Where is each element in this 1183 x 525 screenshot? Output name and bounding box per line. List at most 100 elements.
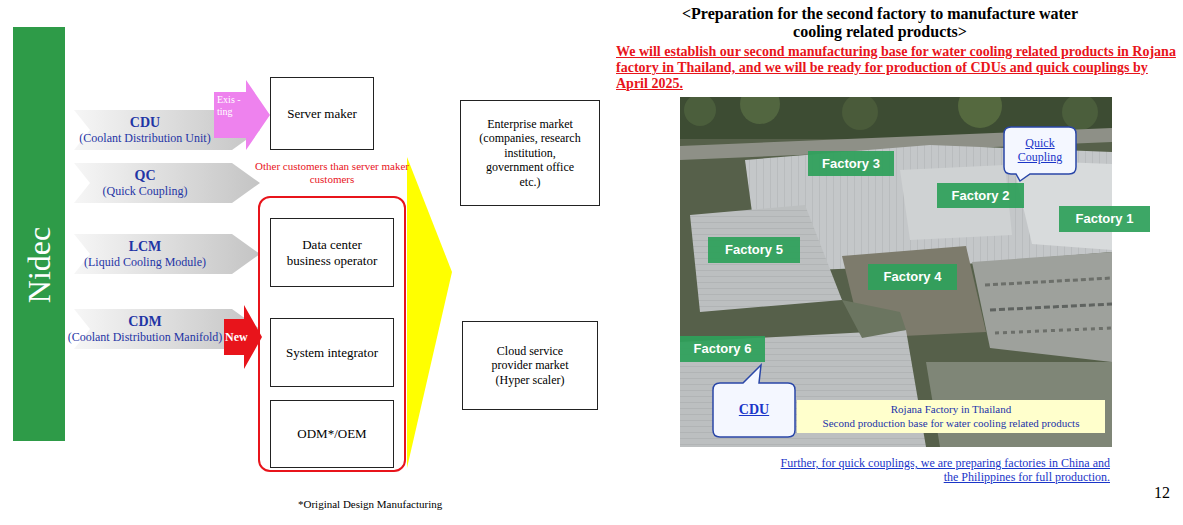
factory-note: Further, for quick couplings, we are pre… [765, 456, 1110, 485]
text-group: Other customers than server maker custom… [252, 160, 412, 186]
photo-tree [1062, 97, 1098, 130]
group-heading: Other customers than server maker custom… [252, 160, 412, 186]
factory-name: Factory 1 [1076, 211, 1134, 227]
text-group: LCM(Liquid Cooling Module) [66, 239, 224, 269]
customer-box: Enterprise market (companies, research i… [460, 100, 600, 206]
photo-tree [842, 97, 878, 130]
factory-name: Factory 2 [952, 188, 1010, 204]
factory-tag: Factory 1 [1059, 206, 1150, 232]
callout-bubble: Quick Coupling [1004, 127, 1076, 174]
node-outline [1004, 127, 1076, 181]
callout-bubble: CDU [713, 383, 795, 437]
box-label: ODM*/OEM [297, 426, 366, 442]
text-group: Nidec [23, 227, 55, 303]
box-label: Cloud service provider market (Hyper sca… [479, 344, 581, 387]
node-shape [66, 229, 262, 279]
company-name: Nidec [23, 227, 55, 303]
product-name: (Coolant Distribution Unit) [66, 131, 224, 145]
customer-box: ODM*/OEM [270, 400, 394, 468]
factory-tag: Factory 6 [680, 336, 765, 362]
product-code: CDU [66, 115, 224, 131]
box-label: Enterprise market (companies, research i… [477, 117, 583, 189]
text-group: Factory 3 [822, 156, 880, 172]
section-title: <Preparation for the second factory to m… [680, 5, 1080, 42]
box-label: Data center business operator [283, 237, 381, 268]
text-group: Factory 1 [1076, 211, 1134, 227]
arrow-label: Exis -ting [217, 94, 245, 118]
text-group: QC(Quick Coupling) [66, 168, 224, 198]
photo-roof [842, 246, 986, 338]
factory-name: Factory 4 [884, 269, 942, 285]
factory-name: Factory 6 [694, 341, 752, 357]
text-group: CDU(Coolant Distribution Unit) [66, 115, 224, 145]
text-group: Cloud service provider market (Hyper sca… [479, 344, 581, 387]
new-arrow: New [224, 305, 262, 369]
text-group: Exis -ting [217, 94, 245, 118]
node-outline [214, 80, 270, 150]
photo-cars [990, 304, 1112, 310]
node-shape [66, 158, 262, 208]
market-fan-arrow [407, 157, 452, 468]
page-number: 12 [1154, 484, 1170, 502]
product-arrow: QC(Quick Coupling) [66, 158, 262, 208]
text-group: Factory 4 [884, 269, 942, 285]
caption-body: Second production base for water cooling… [823, 417, 1080, 430]
factory-tag: Factory 2 [937, 183, 1024, 208]
text-group: System integrator [286, 345, 378, 361]
factory-tag: Factory 5 [708, 237, 800, 263]
text-group: Factory 6 [694, 341, 752, 357]
box-label: System integrator [286, 345, 378, 361]
factory-tag: Factory 3 [808, 151, 894, 176]
factory-name: Factory 3 [822, 156, 880, 172]
photo-tree [684, 97, 716, 126]
customer-group: Other customers than server maker custom… [258, 196, 406, 472]
customer-box: Server maker [270, 77, 374, 150]
footnote: *Original Design Manufacturing [298, 498, 442, 510]
node-outline [713, 365, 795, 437]
box-label: Server maker [287, 106, 357, 122]
text-group: CDM(Coolant Distribution Manifold) [66, 314, 224, 344]
photo-roof [900, 165, 1012, 240]
text-group: Enterprise market (companies, research i… [477, 117, 583, 189]
photo-cars [995, 328, 1112, 333]
product-name: (Liquid Cooling Module) [66, 255, 224, 269]
photo-roof [690, 205, 842, 312]
product-code: LCM [66, 239, 224, 255]
company-bar: Nidec [13, 27, 65, 441]
product-code: QC [66, 168, 224, 184]
factory-name: Factory 5 [725, 242, 783, 258]
key-message: We will establish our second manufacturi… [616, 44, 1176, 92]
photo-caption-box: Rojana Factory in ThailandSecond product… [797, 400, 1105, 433]
text-group: Factory 5 [725, 242, 783, 258]
callout-text: CDU [739, 402, 769, 419]
product-name: (Quick Coupling) [66, 184, 224, 198]
caption-heading: Rojana Factory in Thailand [823, 403, 1080, 416]
photo-parking [972, 252, 1112, 362]
text-group: Data center business operator [283, 237, 381, 268]
text-group: Server maker [287, 106, 357, 122]
photo-cars [985, 278, 1112, 285]
text-group: New [225, 330, 255, 344]
text-group: Factory 2 [952, 188, 1010, 204]
text-group: CDU [739, 402, 769, 419]
product-name: (Coolant Distribution Manifold) [66, 330, 224, 344]
arrow-label: New [225, 330, 255, 344]
customer-box: System integrator [270, 318, 394, 387]
existing-arrow: Exis -ting [214, 80, 270, 150]
factory-tag: Factory 4 [868, 264, 957, 290]
photo-tree [740, 97, 780, 124]
node-outline [224, 305, 262, 369]
product-code: CDM [66, 314, 224, 330]
text-group: Rojana Factory in ThailandSecond product… [823, 403, 1080, 429]
callout-text: Quick Coupling [1004, 137, 1076, 165]
photo-ground [680, 97, 1112, 447]
photo-ground [842, 300, 906, 338]
customer-box: Data center business operator [270, 218, 394, 287]
text-group: ODM*/OEM [297, 426, 366, 442]
text-group: Quick Coupling [1004, 137, 1076, 165]
factory-photo [680, 97, 1112, 447]
photo-tree [958, 97, 1002, 128]
